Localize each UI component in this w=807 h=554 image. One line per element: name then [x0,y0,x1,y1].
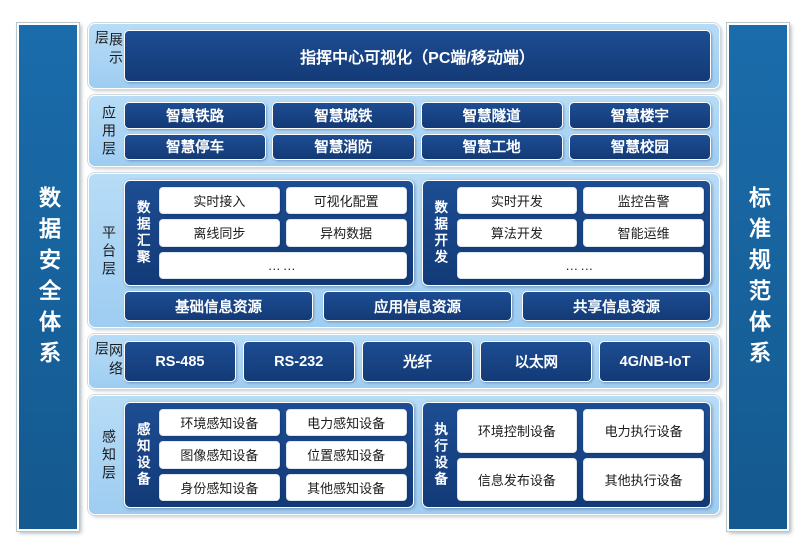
chip-power-sensing-device[interactable]: 电力感知设备 [285,409,407,437]
perception-group-actuator-devices: 执行设备 环境控制设备 电力执行设备 信息发布设备 其他执行设备 [421,402,711,508]
app-item-smart-building[interactable]: 智慧楼宇 [568,102,711,129]
chip-monitoring-alarm[interactable]: 监控告警 [583,187,704,215]
sensing-devices-title: 感知设备 [134,422,150,488]
chip-other-sensing-device[interactable]: 其他感知设备 [285,473,407,501]
network-item-optical-fiber[interactable]: 光纤 [361,341,474,382]
chip-heterogeneous-data[interactable]: 异构数据 [285,219,407,247]
chip-information-publishing-device[interactable]: 信息发布设备 [456,457,578,501]
platform-layer-label: 平台层 [101,224,117,279]
actuator-devices-row-1: 环境控制设备 电力执行设备 [456,409,704,453]
platform-layer-body: 数据汇聚 实时接入 可视化配置 离线同步 异构数据 [124,180,711,321]
actuator-devices-title-wrap: 执行设备 [429,409,451,501]
platform-layer: 平台层 数据汇聚 实时接入 可视化配置 [88,173,720,328]
perception-layer-label-wrap: 感知层 [94,402,124,508]
chip-realtime-access[interactable]: 实时接入 [159,187,280,215]
chip-power-actuator-device[interactable]: 电力执行设备 [583,409,704,453]
network-layer-label: 网络层 [94,341,124,379]
chip-identity-sensing-device[interactable]: 身份感知设备 [159,473,280,501]
data-aggregation-row-1: 实时接入 可视化配置 [159,187,407,215]
application-layer-body: 智慧铁路 智慧城铁 智慧隧道 智慧楼宇 智慧停车 智慧消防 智慧工地 智慧校园 [124,102,711,160]
app-item-smart-firefighting[interactable]: 智慧消防 [272,133,415,160]
application-layer: 应用层 智慧铁路 智慧城铁 智慧隧道 智慧楼宇 智慧停车 智慧消防 智慧工地 智… [88,95,720,167]
network-items: RS-485 RS-232 光纤 以太网 4G/NB-IoT [124,341,711,382]
resource-shared-information[interactable]: 共享信息资源 [522,291,711,321]
network-item-4g-nbiot[interactable]: 4G/NB-IoT [599,341,711,382]
actuator-devices-title: 执行设备 [432,422,448,488]
sensing-devices-row-3: 身份感知设备 其他感知设备 [159,473,407,501]
chip-data-aggregation-more[interactable]: …… [159,251,407,279]
app-item-smart-railway[interactable]: 智慧铁路 [124,102,267,129]
platform-resources: 基础信息资源 应用信息资源 共享信息资源 [124,291,711,321]
layer-stack: 展示层 指挥中心可视化（PC端/移动端） 应用层 智慧铁路 智慧城铁 智慧隧道 … [88,23,720,521]
perception-layer-label: 感知层 [101,429,117,483]
standard-specification-system-pillar: 标准规范体系 [727,23,789,531]
chip-intelligent-operations[interactable]: 智能运维 [583,219,704,247]
app-item-smart-parking[interactable]: 智慧停车 [124,133,267,160]
chip-algorithm-development[interactable]: 算法开发 [456,219,578,247]
perception-groups: 感知设备 环境感知设备 电力感知设备 图像感知设备 位置感知设备 [124,402,711,508]
data-development-title-wrap: 数据开发 [429,187,451,279]
network-layer: 网络层 RS-485 RS-232 光纤 以太网 4G/NB-IoT [88,334,720,389]
network-item-ethernet[interactable]: 以太网 [480,341,593,382]
platform-layer-label-wrap: 平台层 [94,180,124,321]
chip-position-sensing-device[interactable]: 位置感知设备 [285,441,407,469]
display-layer-body: 指挥中心可视化（PC端/移动端） [124,30,711,82]
data-security-system-label: 数据安全体系 [36,186,61,372]
chip-environment-sensing-device[interactable]: 环境感知设备 [159,409,280,437]
chip-image-sensing-device[interactable]: 图像感知设备 [159,441,280,469]
display-layer-label: 展示层 [94,30,124,68]
chip-offline-sync[interactable]: 离线同步 [159,219,280,247]
actuator-devices-row-2: 信息发布设备 其他执行设备 [456,457,704,501]
application-row-1: 智慧铁路 智慧城铁 智慧隧道 智慧楼宇 [124,102,711,129]
app-item-smart-urban-rail[interactable]: 智慧城铁 [272,102,415,129]
resource-application-information[interactable]: 应用信息资源 [323,291,512,321]
application-layer-label-wrap: 应用层 [94,102,124,160]
display-layer-label-wrap: 展示层 [94,30,124,82]
sensing-devices-row-2: 图像感知设备 位置感知设备 [159,441,407,469]
standard-specification-system-label: 标准规范体系 [746,186,771,372]
network-layer-body: RS-485 RS-232 光纤 以太网 4G/NB-IoT [124,341,711,382]
platform-groups: 数据汇聚 实时接入 可视化配置 离线同步 异构数据 [124,180,711,286]
network-item-rs485[interactable]: RS-485 [124,341,236,382]
command-center-visualization-box[interactable]: 指挥中心可视化（PC端/移动端） [124,30,711,82]
sensing-devices-row-1: 环境感知设备 电力感知设备 [159,409,407,437]
network-layer-label-wrap: 网络层 [94,341,124,382]
resource-basic-information[interactable]: 基础信息资源 [124,291,313,321]
perception-group-sensing-devices: 感知设备 环境感知设备 电力感知设备 图像感知设备 位置感知设备 [124,402,414,508]
data-security-system-pillar: 数据安全体系 [17,23,79,531]
chip-visual-configuration[interactable]: 可视化配置 [285,187,407,215]
actuator-devices-chips: 环境控制设备 电力执行设备 信息发布设备 其他执行设备 [456,409,704,501]
data-aggregation-row-3: …… [159,251,407,279]
data-development-row-3: …… [456,251,704,279]
display-layer: 展示层 指挥中心可视化（PC端/移动端） [88,23,720,89]
data-aggregation-row-2: 离线同步 异构数据 [159,219,407,247]
data-development-row-1: 实时开发 监控告警 [456,187,704,215]
data-aggregation-title: 数据汇聚 [134,200,150,266]
platform-group-data-aggregation: 数据汇聚 实时接入 可视化配置 离线同步 异构数据 [124,180,414,286]
data-development-chips: 实时开发 监控告警 算法开发 智能运维 …… [456,187,704,279]
chip-data-development-more[interactable]: …… [456,251,704,279]
application-layer-label: 应用层 [101,105,117,159]
chip-realtime-development[interactable]: 实时开发 [456,187,578,215]
sensing-devices-chips: 环境感知设备 电力感知设备 图像感知设备 位置感知设备 身份感知设备 其他感知设… [159,409,407,501]
data-aggregation-title-wrap: 数据汇聚 [131,187,153,279]
app-item-smart-campus[interactable]: 智慧校园 [568,133,711,160]
data-aggregation-chips: 实时接入 可视化配置 离线同步 异构数据 …… [159,187,407,279]
sensing-devices-title-wrap: 感知设备 [131,409,153,501]
app-item-smart-tunnel[interactable]: 智慧隧道 [420,102,563,129]
app-item-smart-construction-site[interactable]: 智慧工地 [420,133,563,160]
perception-layer-body: 感知设备 环境感知设备 电力感知设备 图像感知设备 位置感知设备 [124,402,711,508]
platform-group-data-development: 数据开发 实时开发 监控告警 算法开发 智能运维 [421,180,711,286]
network-item-rs232[interactable]: RS-232 [242,341,355,382]
data-development-title: 数据开发 [432,200,448,266]
chip-other-actuator-device[interactable]: 其他执行设备 [583,457,704,501]
application-row-2: 智慧停车 智慧消防 智慧工地 智慧校园 [124,133,711,160]
perception-layer: 感知层 感知设备 环境感知设备 电力感知设备 [88,395,720,515]
data-development-row-2: 算法开发 智能运维 [456,219,704,247]
chip-environment-control-device[interactable]: 环境控制设备 [456,409,578,453]
